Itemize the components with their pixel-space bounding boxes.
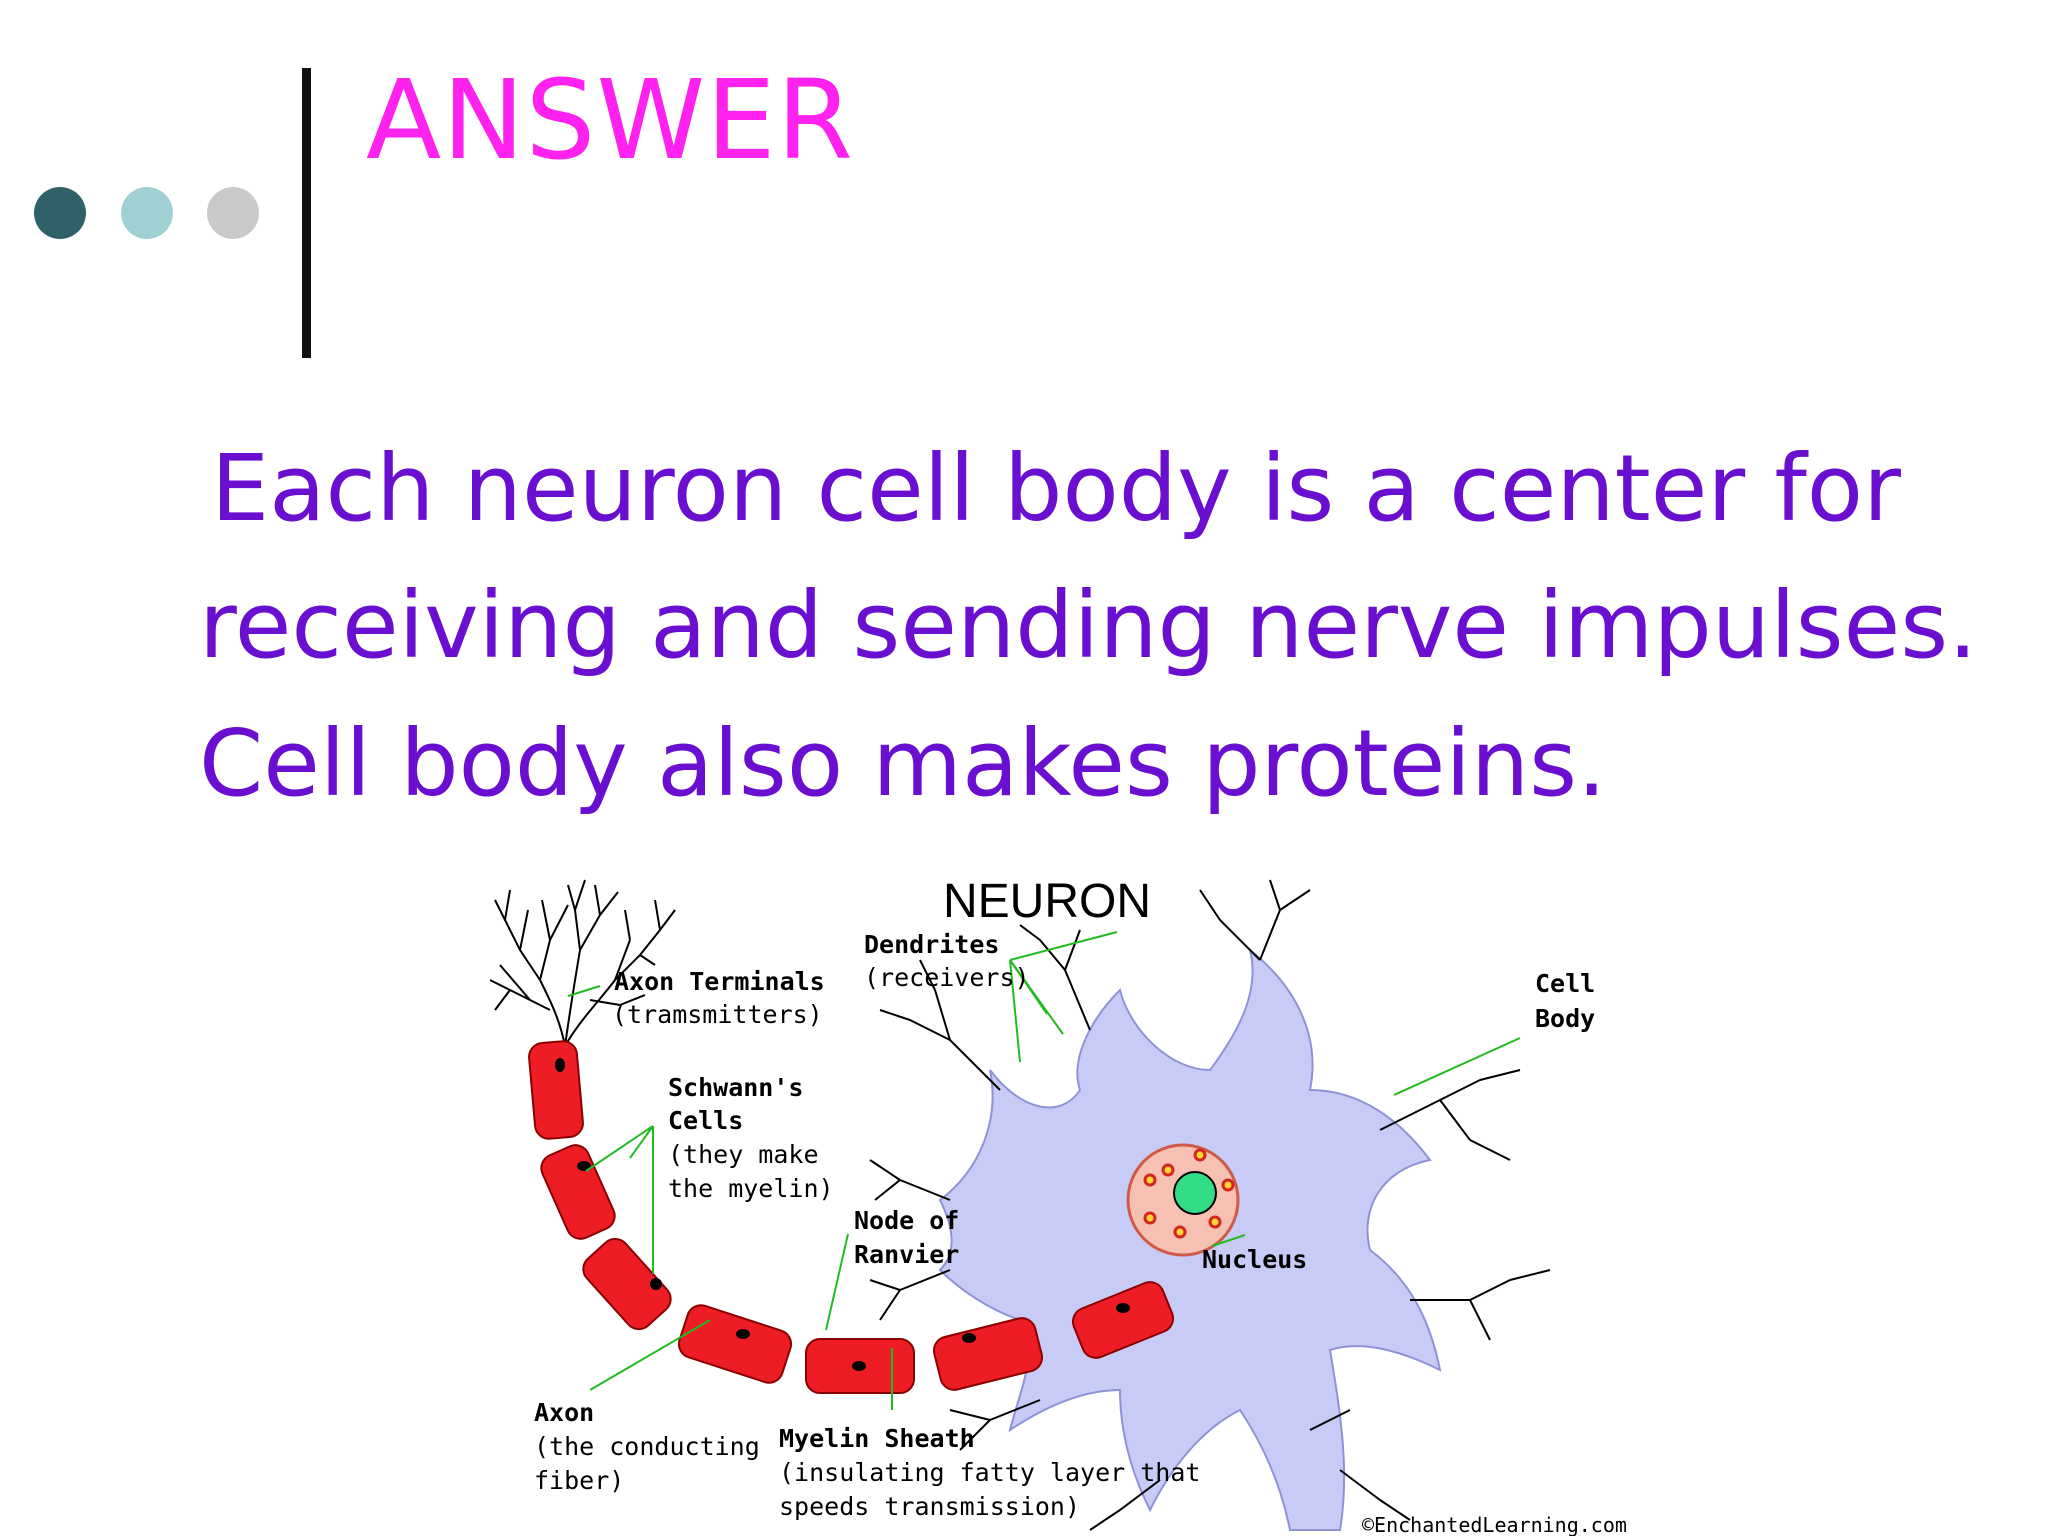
label-axon-terminals-note: (tramsmitters) — [612, 1000, 823, 1029]
label-axon-note-1: (the conducting — [534, 1432, 760, 1461]
body-line-3: Cell body also makes proteins. — [199, 710, 1607, 817]
leader-lines — [567, 931, 1521, 1410]
copyright-notice: ©EnchantedLearning.com — [1362, 1513, 1627, 1536]
label-nucleus: Nucleus — [1202, 1245, 1307, 1274]
body-line-2: receiving and sending nerve impulses. — [199, 572, 1978, 679]
label-body: Body — [1535, 1004, 1595, 1033]
label-schwanns: Schwann's — [668, 1073, 803, 1102]
axon-terminal-branches — [489, 879, 676, 1047]
neuron-illustration: NEURON Dendrites (receivers) Axon Termin… — [489, 875, 1627, 1537]
label-myelin-sheath: Myelin Sheath — [779, 1424, 975, 1453]
nucleus — [1126, 1143, 1240, 1257]
label-myelin-note-1: (insulating fatty layer that — [779, 1458, 1200, 1487]
title-divider — [302, 68, 311, 358]
slide-title: ANSWER — [366, 56, 855, 184]
myelin-sheath — [528, 1040, 1175, 1394]
label-axon-terminals: Axon Terminals — [614, 967, 825, 996]
label-axon: Axon — [534, 1398, 594, 1427]
label-axon-note-2: fiber) — [534, 1466, 624, 1495]
decor-dot-dark-teal — [34, 187, 86, 239]
label-cell: Cell — [1535, 969, 1595, 998]
diagram-heading: NEURON — [943, 875, 1151, 928]
decor-dot-gray — [207, 187, 259, 239]
neuron-diagram: NEURON Dendrites (receivers) Axon Termin… — [480, 870, 1660, 1537]
label-cells: Cells — [668, 1106, 743, 1135]
dendrite-branches — [869, 879, 1551, 1531]
decor-dot-light-teal — [121, 187, 173, 239]
body-line-1: Each neuron cell body is a center for — [211, 435, 1901, 542]
label-ranvier: Ranvier — [854, 1240, 959, 1269]
label-dendrites: Dendrites — [864, 930, 999, 959]
label-the-myelin: the myelin) — [668, 1174, 834, 1203]
label-node-of: Node of — [854, 1206, 959, 1235]
label-dendrites-note: (receivers) — [864, 963, 1030, 992]
myelin-nuclei — [555, 1058, 1130, 1371]
label-they-make: (they make — [668, 1140, 819, 1169]
label-myelin-note-2: speeds transmission) — [779, 1492, 1080, 1521]
